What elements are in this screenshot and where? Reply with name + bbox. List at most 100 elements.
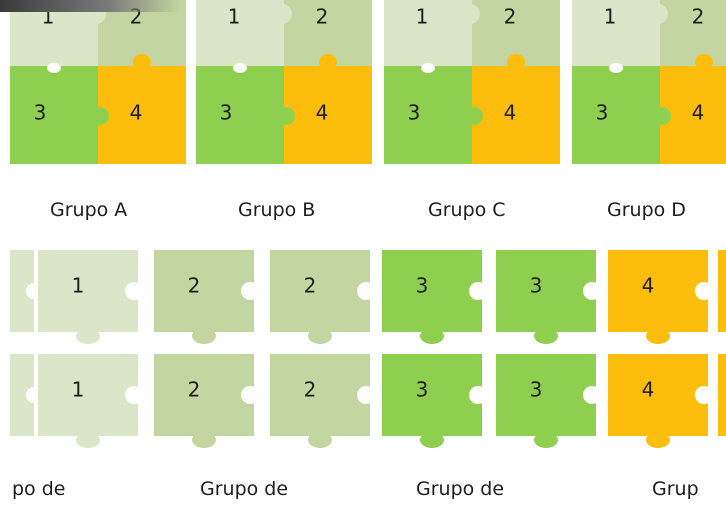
- bottom-row-1-indent-0: [125, 386, 143, 404]
- bottom-group-label-4: Grup: [652, 478, 699, 500]
- top-group-2-piece-2: [384, 66, 472, 164]
- bottom-row-0-indent-4: [583, 282, 601, 300]
- bottom-row-1-knob-2: [308, 432, 332, 448]
- bottom-row-0-indent-1: [241, 282, 259, 300]
- top-group-0-piece-3: [98, 66, 186, 164]
- top-group-3-piece-3: [660, 66, 726, 164]
- top-group-1-label-2: 3: [220, 101, 233, 125]
- bottom-row-0-knob-4: [534, 328, 558, 344]
- bottom-row-1-piece-0: [38, 354, 138, 436]
- bottom-row-1-label-5: 4: [642, 378, 655, 402]
- top-group-0-indent-1-3: [47, 63, 61, 73]
- top-group-2-knob-3-4: [465, 107, 483, 125]
- group-label-c: Grupo C: [428, 199, 506, 221]
- top-group-1-piece-3: [284, 66, 372, 164]
- bottom-row-1-indent-5: [695, 386, 713, 404]
- top-group-3-piece-2: [572, 66, 660, 164]
- top-group-2-label-2: 3: [408, 101, 421, 125]
- bottom-row-0-piece-5: [608, 250, 708, 332]
- top-group-0-knob-3-4: [91, 107, 109, 125]
- top-group-1-indent-1-3: [233, 63, 247, 73]
- corner-shadow: [0, 0, 180, 12]
- top-group-1-label-0: 1: [228, 5, 241, 29]
- bottom-row-1-knob-0: [76, 432, 100, 448]
- bottom-row-0-indent-3: [469, 282, 487, 300]
- bottom-row-0-piece-1: [154, 250, 254, 332]
- top-group-0-knob-2-4: [133, 54, 151, 70]
- top-group-2-piece-0: [384, 0, 472, 66]
- group-label-d: Grupo D: [607, 199, 686, 221]
- bottom-row-0-knob-0: [76, 328, 100, 344]
- bottom-row-0-label-3: 3: [416, 274, 429, 298]
- top-group-1-piece-0: [196, 0, 284, 66]
- top-group-3-piece-1: [660, 0, 726, 66]
- top-group-1-label-3: 4: [316, 101, 329, 125]
- bottom-row-1-indent-1: [241, 386, 259, 404]
- bottom-group-label-1: po de: [12, 478, 66, 500]
- bottom-row-0-piece-4: [496, 250, 596, 332]
- top-group-2-knob-1-2: [460, 4, 480, 24]
- bottom-row-0-indent-2: [357, 282, 375, 300]
- bottom-row-1-label-2: 2: [304, 378, 317, 402]
- bottom-row-0-label-5: 4: [642, 274, 655, 298]
- bottom-row-1-indent-4: [583, 386, 601, 404]
- bottom-row-1-piece-3: [382, 354, 482, 436]
- bottom-row-0-piece-2: [270, 250, 370, 332]
- bottom-row-0-label-0: 1: [72, 274, 85, 298]
- bottom-row-1-label-3: 3: [416, 378, 429, 402]
- bottom-row-1-knob-1: [192, 432, 216, 448]
- bottom-row-0-knob-2: [308, 328, 332, 344]
- top-group-0-label-2: 3: [34, 101, 47, 125]
- top-group-3-label-3: 4: [692, 101, 705, 125]
- top-group-0-piece-2: [10, 66, 98, 164]
- top-group-2-piece-3: [472, 66, 560, 164]
- bottom-row-0-knob-5: [646, 328, 670, 344]
- bottom-row-1-indent-2: [357, 386, 375, 404]
- bottom-row-0-label-2: 2: [304, 274, 317, 298]
- top-group-1-piece-2: [196, 66, 284, 164]
- bottom-row-0-indent-0: [125, 282, 143, 300]
- bottom-group-label-3: Grupo de: [416, 478, 505, 500]
- top-group-3-knob-3-4: [653, 107, 671, 125]
- top-group-2-label-3: 4: [504, 101, 517, 125]
- bottom-row-1-piece-4: [496, 354, 596, 436]
- bottom-row-1-piece-2: [270, 354, 370, 436]
- bottom-row-0-indent-5: [695, 282, 713, 300]
- top-group-2-label-0: 1: [416, 5, 429, 29]
- top-group-1-knob-1-2: [272, 4, 292, 24]
- group-label-b: Grupo B: [238, 199, 316, 221]
- top-group-3-knob-1-2: [648, 4, 668, 24]
- top-group-3-knob-2-4: [695, 54, 713, 70]
- top-group-1-knob-3-4: [277, 107, 295, 125]
- bottom-row-1-label-0: 1: [72, 378, 85, 402]
- bottom-row-0-knob-3: [420, 328, 444, 344]
- group-label-a: Grupo A: [50, 199, 128, 221]
- bottom-row-1-piece-partial-right: [718, 354, 726, 436]
- bottom-row-1-indent-3: [469, 386, 487, 404]
- bottom-row-1-knob-3: [420, 432, 444, 448]
- top-group-3-indent-1-3: [609, 63, 623, 73]
- bottom-row-0-label-4: 3: [530, 274, 543, 298]
- top-group-2-label-1: 2: [504, 5, 517, 29]
- bottom-row-1-label-4: 3: [530, 378, 543, 402]
- bottom-row-0-knob-1: [192, 328, 216, 344]
- top-group-1-knob-2-4: [319, 54, 337, 70]
- bottom-row-1-knob-5: [646, 432, 670, 448]
- bottom-row-1-piece-5: [608, 354, 708, 436]
- bottom-row-0-piece-0: [38, 250, 138, 332]
- top-group-0-label-3: 4: [130, 101, 143, 125]
- bottom-row-1-label-1: 2: [188, 378, 201, 402]
- bottom-row-0-piece-partial-right: [718, 250, 726, 332]
- bottom-row-1-piece-1: [154, 354, 254, 436]
- top-group-3-label-0: 1: [604, 5, 617, 29]
- top-group-2-knob-2-4: [507, 54, 525, 70]
- top-group-3-piece-0: [572, 0, 660, 66]
- bottom-row-0-piece-3: [382, 250, 482, 332]
- bottom-row-0-label-1: 2: [188, 274, 201, 298]
- top-group-3-label-2: 3: [596, 101, 609, 125]
- top-group-2-indent-1-3: [421, 63, 435, 73]
- bottom-group-label-2: Grupo de: [200, 478, 289, 500]
- top-group-1-label-1: 2: [316, 5, 329, 29]
